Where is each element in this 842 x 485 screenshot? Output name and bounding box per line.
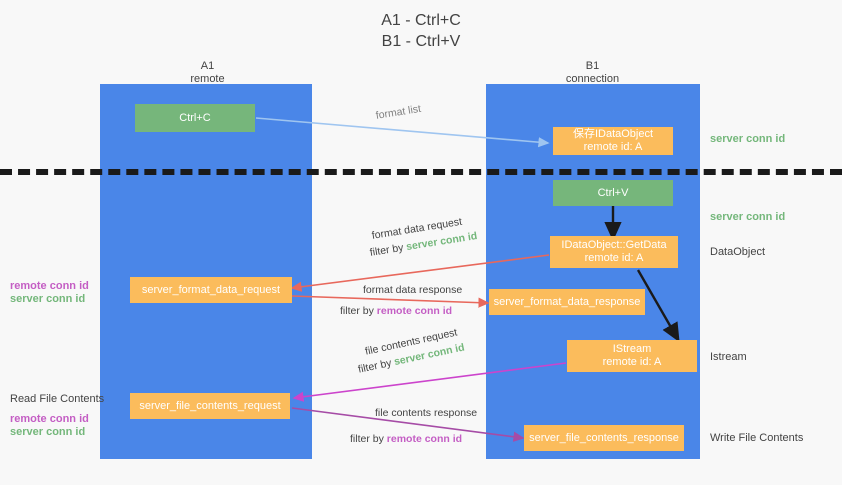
filter-prefix: filter by [369,241,408,259]
node-server-file-contents-response[interactable]: server_file_contents_response [524,425,684,451]
filter-prefix: filter by [340,305,377,317]
filter-value-remote-conn-id: remote conn id [376,305,453,317]
edge-label-file-contents-response-filter: filter by remote conn id [350,433,462,446]
node-save-idataobject-line1: 保存IDataObject [572,128,654,140]
node-istream-line1: IStream [612,343,652,355]
right-label-server-conn-id-mid: server conn id [710,211,786,223]
filter-prefix: filter by [357,356,396,376]
left-label-server-conn-id-2: server conn id [10,426,86,438]
connector-format-data-response [291,295,490,308]
left-label-remote-conn-id-1: remote conn id [10,280,89,292]
node-ctrl-v[interactable]: Ctrl+V [553,180,673,206]
node-server-format-data-request[interactable]: server_format_data_request [130,277,292,303]
edge-label-file-contents-response: file contents response [375,407,478,419]
node-idataobject-getdata[interactable]: IDataObject::GetData remote id: A [550,236,678,268]
node-ctrl-c[interactable]: Ctrl+C [135,104,255,132]
left-label-read-file-contents: Read File Contents [10,393,105,405]
node-istream[interactable]: IStream remote id: A [567,340,697,372]
phase-divider-line [0,169,842,175]
node-server-format-data-response[interactable]: server_format_data_response [489,289,645,315]
right-label-istream: Istream [710,351,747,363]
lane-header-b1: B1 connection [565,60,620,85]
lane-header-a1: A1 remote [190,60,225,85]
right-label-server-conn-id-top: server conn id [710,133,786,145]
node-idataobject-getdata-line1: IDataObject::GetData [561,239,667,251]
filter-prefix: filter by [350,433,387,445]
right-label-dataobject: DataObject [710,246,766,258]
node-idataobject-getdata-line2: remote id: A [584,252,644,264]
node-server-file-contents-request[interactable]: server_file_contents_request [130,393,290,419]
node-istream-line2: remote id: A [602,356,662,368]
page-title-line-2: B1 - Ctrl+V [381,33,461,50]
left-label-remote-conn-id-2: remote conn id [10,413,89,425]
edge-label-format-list: format list [375,102,422,122]
edge-label-format-data-response-filter: filter by remote conn id [340,305,452,318]
page-title-line-1: A1 - Ctrl+C [381,12,461,29]
filter-value-remote-conn-id: remote conn id [386,433,463,445]
node-save-idataobject-line2: remote id: A [583,141,643,153]
left-label-server-conn-id-1: server conn id [10,293,86,305]
edge-label-format-data-response: format data response [363,284,463,296]
right-label-write-file-contents: Write File Contents [710,432,804,444]
node-save-idataobject[interactable]: 保存IDataObject remote id: A [553,127,673,155]
